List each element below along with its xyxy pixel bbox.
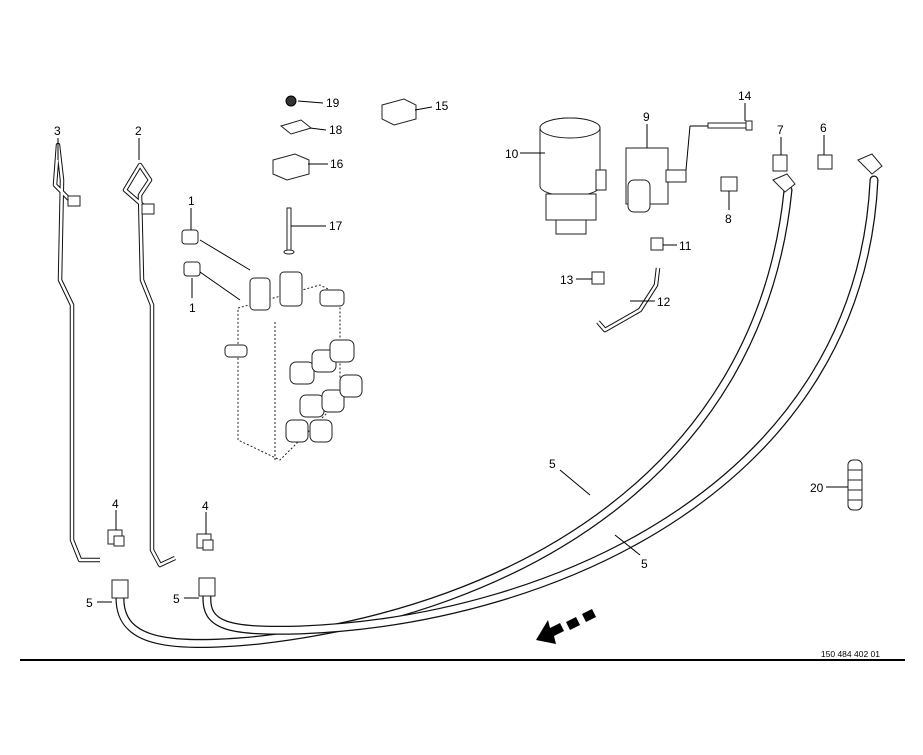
fitting-13 xyxy=(591,271,605,285)
bolt-14 xyxy=(685,120,753,171)
callout-8: 8 xyxy=(725,212,732,226)
callout-12: 12 xyxy=(657,295,671,309)
fitting-6 xyxy=(817,154,833,170)
callout-20: 20 xyxy=(810,481,824,495)
clamp-block-15 xyxy=(381,98,417,126)
callout-15: 15 xyxy=(435,99,449,113)
callout-5: 5 xyxy=(86,596,93,610)
callout-18: 18 xyxy=(329,123,343,137)
fitting-11 xyxy=(650,237,664,251)
direction-arrow-icon xyxy=(536,609,596,644)
pipe-12 xyxy=(596,267,661,333)
adapter-1 xyxy=(181,229,251,301)
fitting-8 xyxy=(720,176,738,192)
bolt-17-head xyxy=(283,249,295,255)
callout-5: 5 xyxy=(641,557,648,571)
pipe-3 xyxy=(52,142,100,563)
pipe-2 xyxy=(122,162,176,568)
callout-1: 1 xyxy=(189,301,196,315)
reference-number: 150 484 402 01 xyxy=(821,649,880,659)
callout-13: 13 xyxy=(560,273,574,287)
callout-7: 7 xyxy=(777,123,784,137)
callout-14: 14 xyxy=(738,89,752,103)
control-valve-block xyxy=(224,271,363,461)
valve-9 xyxy=(625,147,687,213)
callout-4: 4 xyxy=(202,499,209,513)
bolt-17 xyxy=(286,207,292,253)
callout-11: 11 xyxy=(679,239,692,253)
hose-5-outer xyxy=(202,175,879,635)
callout-5: 5 xyxy=(173,592,180,606)
hose-5-inner xyxy=(115,185,793,649)
nut-19 xyxy=(285,95,297,107)
callout-9: 9 xyxy=(643,110,650,124)
callout-5: 5 xyxy=(549,457,556,471)
fitting-7 xyxy=(772,154,788,172)
clamp-block-16 xyxy=(272,153,310,181)
callout-10: 10 xyxy=(505,147,519,161)
callout-2: 2 xyxy=(135,124,142,138)
callout-6: 6 xyxy=(820,121,827,135)
callout-3: 3 xyxy=(54,124,61,138)
elbow-fitting-4 xyxy=(107,529,214,551)
leader-lines xyxy=(57,100,848,603)
hose-end-fittings xyxy=(111,153,883,599)
spiral-guard-20 xyxy=(847,459,863,511)
filter-10 xyxy=(539,117,607,235)
clamp-plate-18 xyxy=(279,119,313,135)
callout-1: 1 xyxy=(188,194,195,208)
callout-17: 17 xyxy=(329,219,343,233)
callout-19: 19 xyxy=(326,96,340,110)
callout-16: 16 xyxy=(330,157,344,171)
callout-4: 4 xyxy=(112,497,119,511)
